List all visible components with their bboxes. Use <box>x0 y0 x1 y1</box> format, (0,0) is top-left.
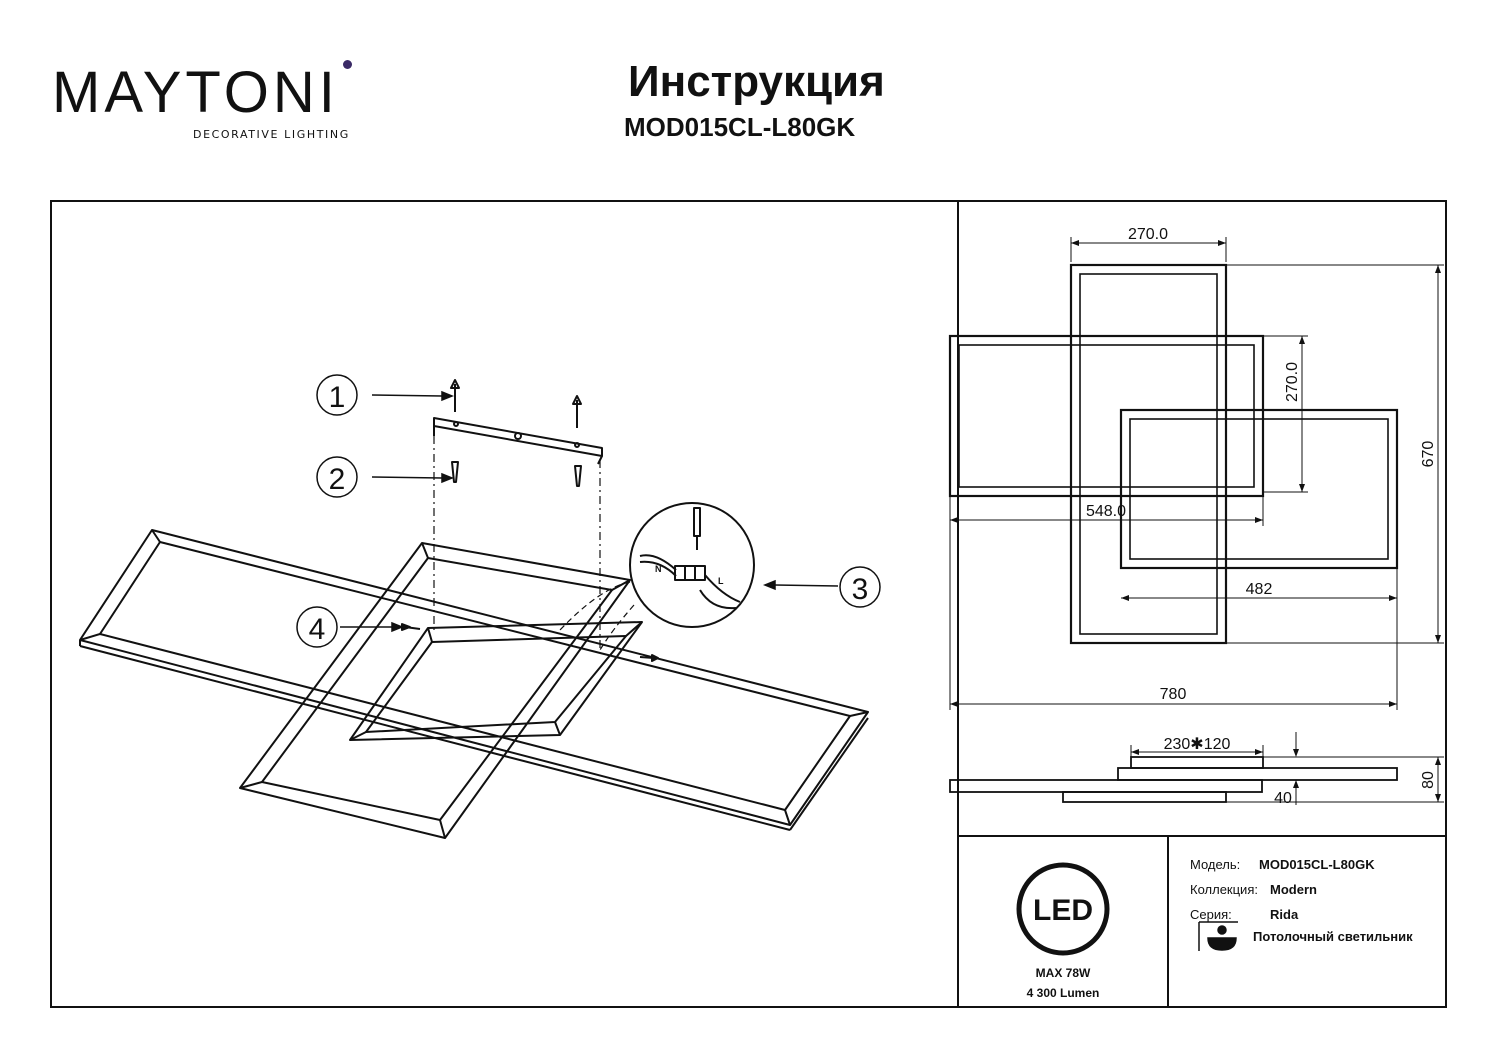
collection-value: Modern <box>1270 882 1317 897</box>
dim-top-width: 270.0 <box>1128 226 1168 243</box>
document-title: Инструкция <box>628 57 885 106</box>
collection-label: Коллекция: <box>1190 882 1258 897</box>
power-rating: MAX 78W <box>1035 966 1091 980</box>
brand-tagline: DECORATIVE LIGHTING <box>193 128 350 141</box>
drawing-frame <box>50 200 1447 1008</box>
lamp-type: Потолочный светильник <box>1253 929 1413 944</box>
series-label: Серия: <box>1190 907 1232 922</box>
model-value: MOD015CL-L80GK <box>1259 857 1375 872</box>
dim-profile-height: 80 <box>1420 771 1437 789</box>
brand-name: MAYTONI <box>52 60 339 125</box>
led-badge-icon <box>1016 862 1110 956</box>
dim-base: 230✱120 <box>1164 736 1231 753</box>
logo-dot <box>343 60 352 69</box>
callout-4: 4 <box>309 613 326 646</box>
series-value: Rida <box>1270 907 1299 922</box>
led-badge-text: LED <box>1033 894 1093 927</box>
side-profile-drawing <box>949 732 1444 805</box>
assembly-drawing <box>79 379 869 839</box>
callout-1: 1 <box>329 381 346 414</box>
dim-profile-thickness: 40 <box>1274 790 1292 807</box>
document-model-code: MOD015CL-L80GK <box>624 112 856 142</box>
dim-total-width: 780 <box>1160 686 1187 703</box>
ceiling-lamp-icon <box>1198 921 1238 951</box>
dim-mid-width: 548.0 <box>1086 503 1126 520</box>
dim-side-height: 270.0 <box>1284 362 1301 402</box>
dim-inner-width: 482 <box>1246 581 1273 598</box>
wire-live-label: L <box>718 576 724 586</box>
dim-total-height: 670 <box>1420 441 1437 468</box>
luminous-flux: 4 300 Lumen <box>1026 986 1100 1000</box>
top-view-drawing <box>948 237 1444 710</box>
model-label: Модель: <box>1190 857 1241 872</box>
callout-3: 3 <box>852 573 869 606</box>
brand-logo: MAYTONI <box>52 64 339 122</box>
wire-neutral-label: N <box>655 564 662 574</box>
callout-2: 2 <box>329 463 346 496</box>
